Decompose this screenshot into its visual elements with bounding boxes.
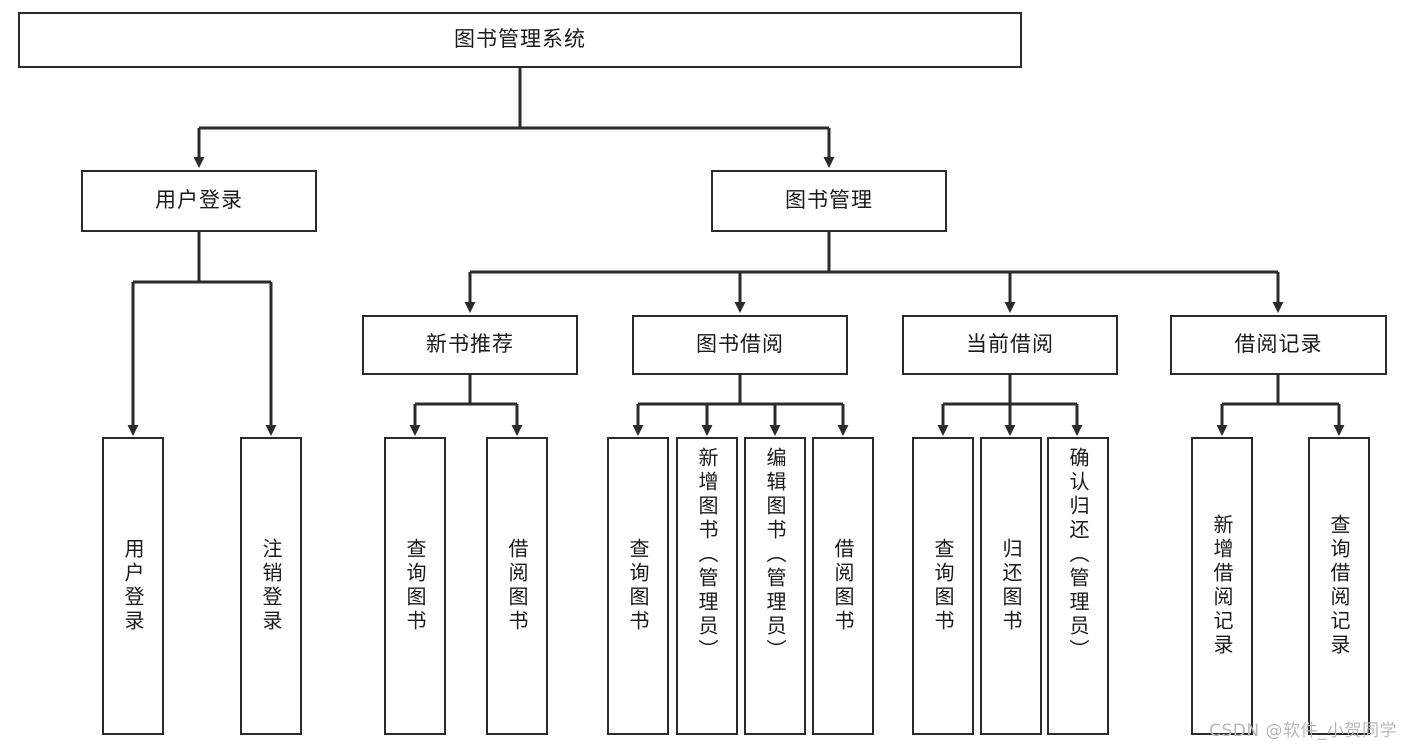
node-book-borrow[interactable]: 图书借阅 bbox=[632, 315, 848, 375]
leaf-book-borrow-query-label: 查询图书 bbox=[626, 538, 650, 634]
leaf-user-login-logout[interactable]: 注销登录 bbox=[240, 437, 302, 735]
leaf-borrow-record-add-label: 新增借阅记录 bbox=[1210, 514, 1234, 658]
leaf-book-borrow-edit-label: 编辑图书（管理员） bbox=[763, 447, 787, 663]
leaf-user-login-logout-label: 注销登录 bbox=[259, 538, 283, 634]
node-borrow-record-label: 借阅记录 bbox=[1234, 332, 1323, 357]
node-current-borrow[interactable]: 当前借阅 bbox=[902, 315, 1118, 375]
node-book-borrow-label: 图书借阅 bbox=[696, 332, 784, 357]
leaf-book-borrow-query[interactable]: 查询图书 bbox=[607, 437, 669, 735]
leaf-book-borrow-lend[interactable]: 借阅图书 bbox=[812, 437, 874, 735]
leaf-new-book-borrow-label: 借阅图书 bbox=[505, 538, 529, 634]
leaf-new-book-query[interactable]: 查询图书 bbox=[384, 437, 446, 735]
node-user-login-label: 用户登录 bbox=[155, 188, 243, 213]
leaf-borrow-record-query-label: 查询借阅记录 bbox=[1327, 514, 1351, 658]
leaf-new-book-borrow[interactable]: 借阅图书 bbox=[486, 437, 548, 735]
node-book-management-label: 图书管理 bbox=[785, 188, 873, 213]
leaf-current-borrow-query-label: 查询图书 bbox=[931, 538, 955, 634]
leaf-book-borrow-add-label: 新增图书（管理员） bbox=[695, 447, 719, 663]
node-new-book-recommend-label: 新书推荐 bbox=[426, 332, 514, 357]
node-root-label: 图书管理系统 bbox=[454, 27, 586, 52]
leaf-current-borrow-return-label: 归还图书 bbox=[999, 538, 1023, 634]
node-current-borrow-label: 当前借阅 bbox=[966, 332, 1054, 357]
leaf-new-book-query-label: 查询图书 bbox=[403, 538, 427, 634]
leaf-user-login-login-label: 用户登录 bbox=[121, 538, 145, 634]
leaf-book-borrow-lend-label: 借阅图书 bbox=[831, 538, 855, 634]
leaf-current-borrow-return[interactable]: 归还图书 bbox=[980, 437, 1042, 735]
leaf-current-borrow-query[interactable]: 查询图书 bbox=[912, 437, 974, 735]
node-new-book-recommend[interactable]: 新书推荐 bbox=[362, 315, 578, 375]
node-root-book-management-system[interactable]: 图书管理系统 bbox=[18, 12, 1022, 68]
leaf-book-borrow-add[interactable]: 新增图书（管理员） bbox=[676, 437, 738, 735]
node-user-login[interactable]: 用户登录 bbox=[81, 170, 317, 232]
csdn-watermark: CSDN @软件_小贺同学 bbox=[1209, 721, 1397, 741]
leaf-current-borrow-confirm-label: 确认归还（管理员） bbox=[1066, 447, 1090, 663]
leaf-book-borrow-edit[interactable]: 编辑图书（管理员） bbox=[744, 437, 806, 735]
node-borrow-record[interactable]: 借阅记录 bbox=[1170, 315, 1387, 375]
leaf-current-borrow-confirm[interactable]: 确认归还（管理员） bbox=[1047, 437, 1109, 735]
leaf-user-login-login[interactable]: 用户登录 bbox=[102, 437, 164, 735]
leaf-borrow-record-query[interactable]: 查询借阅记录 bbox=[1308, 437, 1370, 735]
leaf-borrow-record-add[interactable]: 新增借阅记录 bbox=[1191, 437, 1253, 735]
node-book-management[interactable]: 图书管理 bbox=[711, 170, 947, 232]
